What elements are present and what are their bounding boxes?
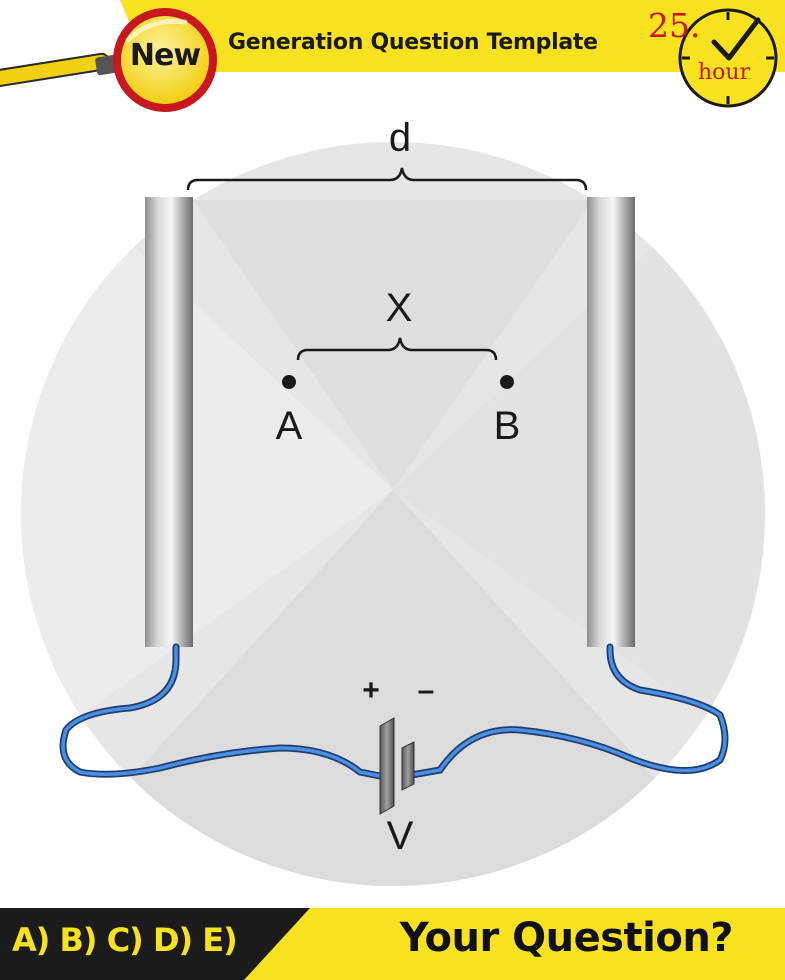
footer-options-panel	[0, 908, 310, 980]
answer-options: A) B) C) D) E)	[12, 921, 238, 959]
magnifier-icon	[0, 8, 217, 112]
background-shading	[21, 142, 765, 886]
distance-label: d	[388, 116, 412, 160]
point-a-label: A	[275, 404, 303, 448]
point-b-label: B	[493, 404, 521, 448]
battery-icon	[379, 717, 415, 815]
wire-highlight	[61, 645, 727, 778]
voltage-label: V	[386, 814, 414, 858]
question-prompt: Your Question?	[399, 915, 734, 961]
separation-brace	[296, 337, 498, 361]
point-b-dot	[500, 375, 514, 389]
separation-label: X	[385, 286, 413, 330]
clock-unit: hour	[698, 60, 751, 85]
left-plate	[145, 197, 193, 647]
page-title: Generation Question Template	[228, 30, 598, 55]
plus-sign: +	[362, 674, 380, 707]
clock-icon	[678, 8, 778, 108]
header-band	[120, 0, 785, 72]
point-a-dot	[282, 375, 296, 389]
right-plate	[587, 197, 635, 647]
new-badge-label: New	[129, 38, 201, 73]
clock-number: 25.	[648, 6, 701, 45]
minus-sign: –	[417, 674, 435, 707]
distance-brace	[186, 167, 588, 191]
